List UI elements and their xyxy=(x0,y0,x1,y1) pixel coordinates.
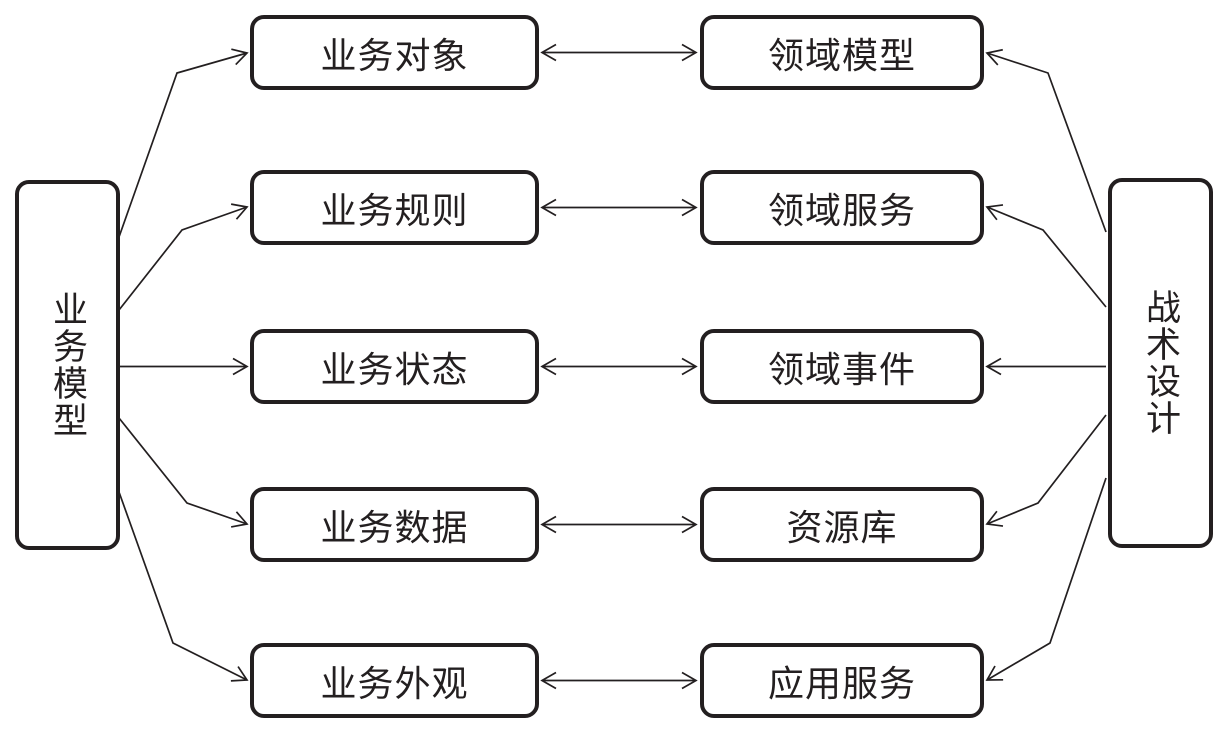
node-business-facade: 业务外观 xyxy=(250,643,539,718)
repository-label: 资源库 xyxy=(786,507,898,548)
arrow-tactical-design-to-domain-model xyxy=(985,48,1107,233)
business-data-label: 业务数据 xyxy=(320,507,469,548)
node-business-rules: 业务规则 xyxy=(250,170,539,245)
node-business-data: 业务数据 xyxy=(250,487,539,562)
business-rules-label: 业务规则 xyxy=(320,190,469,231)
application-service-label: 应用服务 xyxy=(767,663,916,704)
business-object-label: 业务对象 xyxy=(320,35,469,76)
arrow-business-model-to-business-rules xyxy=(118,203,249,311)
domain-service-label: 领域服务 xyxy=(767,190,916,231)
node-repository: 资源库 xyxy=(700,487,984,562)
domain-event-label: 领域事件 xyxy=(767,349,916,390)
node-domain-model: 领域模型 xyxy=(700,15,984,90)
node-domain-event: 领域事件 xyxy=(700,329,984,404)
arrow-business-model-to-business-object xyxy=(118,48,249,238)
arrow-tactical-design-to-domain-service xyxy=(985,204,1107,308)
node-domain-service: 领域服务 xyxy=(700,170,984,245)
domain-model-label: 领域模型 xyxy=(767,35,916,76)
node-business-model: 业务模型 xyxy=(15,180,120,550)
arrow-tactical-design-to-repository xyxy=(985,414,1107,527)
tactical-design-label: 战术设计 xyxy=(1141,289,1180,437)
arrow-business-model-to-business-facade xyxy=(118,491,249,682)
node-tactical-design: 战术设计 xyxy=(1108,178,1213,548)
node-application-service: 应用服务 xyxy=(700,643,984,718)
business-model-label: 业务模型 xyxy=(48,291,87,439)
node-business-state: 业务状态 xyxy=(250,329,539,404)
business-state-label: 业务状态 xyxy=(320,349,469,390)
arrow-tactical-design-to-application-service xyxy=(985,477,1107,681)
arrow-business-model-to-business-data xyxy=(118,417,249,528)
node-business-object: 业务对象 xyxy=(250,15,539,90)
business-facade-label: 业务外观 xyxy=(320,663,469,704)
